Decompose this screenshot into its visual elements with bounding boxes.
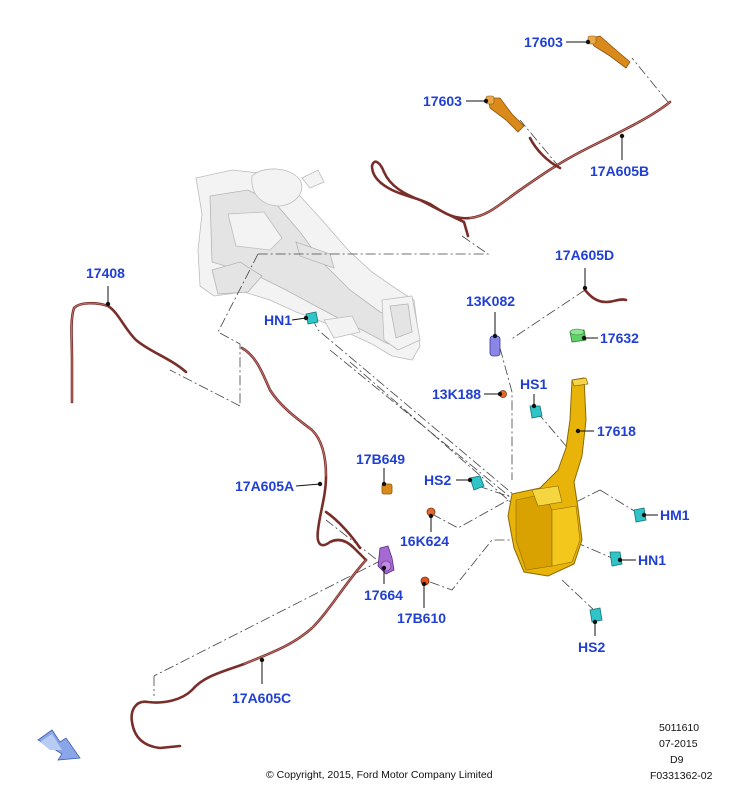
- sensor-13K082: [489, 335, 501, 357]
- hose-17A605A: [240, 346, 368, 562]
- hose-17A605B: [370, 100, 672, 238]
- nozzle-17603-mid: [485, 95, 525, 133]
- label-17664: 17664: [364, 587, 403, 603]
- label-16K624: 16K624: [400, 533, 449, 549]
- label-hs2-left: HS2: [424, 472, 451, 488]
- front-direction-arrow-icon: [37, 729, 81, 761]
- label-17603-mid: 17603: [423, 93, 462, 109]
- label-17A605B: 17A605B: [590, 163, 649, 179]
- ghost-body-structure: [195, 168, 421, 361]
- part-labels: 17603 17603 17A605B 17408 17A605D HN1 13…: [86, 34, 690, 706]
- hose-17408: [70, 301, 188, 404]
- clip-hs2-left: [469, 475, 485, 491]
- label-13K082: 13K082: [466, 293, 515, 309]
- label-13K188: 13K188: [432, 386, 481, 402]
- label-hs1: HS1: [520, 376, 547, 392]
- label-17A605C: 17A605C: [232, 690, 291, 706]
- label-17632: 17632: [600, 330, 639, 346]
- copyright-text: © Copyright, 2015, Ford Motor Company Li…: [266, 769, 493, 781]
- clip-hn1-left: [305, 311, 319, 325]
- label-hs2-bottom: HS2: [578, 639, 605, 655]
- clip-hm1: [633, 507, 647, 523]
- pump-17664: [377, 545, 395, 575]
- reference-number: 5011610: [659, 722, 699, 734]
- footer: © Copyright, 2015, Ford Motor Company Li…: [266, 722, 713, 782]
- cap-17632: [569, 328, 587, 343]
- clip-hs1: [529, 405, 543, 419]
- label-17603-top: 17603: [524, 34, 563, 50]
- connection-lines: [153, 57, 669, 696]
- label-17B610: 17B610: [397, 610, 446, 626]
- reservoir-17618: [507, 377, 589, 577]
- label-hn1-right: HN1: [638, 552, 666, 568]
- clip-hs2-bottom: [589, 607, 603, 623]
- leader-lines: [105, 39, 658, 684]
- label-17B649: 17B649: [356, 451, 405, 467]
- revision-date: 07-2015: [659, 738, 698, 750]
- figure-id: F0331362-02: [650, 770, 713, 782]
- hose-17A605D: [583, 288, 628, 304]
- hose-17A605C: [130, 558, 368, 750]
- clip-hn1-right: [609, 551, 623, 567]
- diagram-code: D9: [670, 754, 684, 766]
- label-17A605D: 17A605D: [555, 247, 614, 263]
- label-17408: 17408: [86, 265, 125, 281]
- label-17618: 17618: [597, 423, 636, 439]
- connector-17B649: [381, 483, 393, 495]
- label-hm1: HM1: [660, 507, 690, 523]
- nozzle-17603-top: [587, 35, 631, 69]
- label-17A605A: 17A605A: [235, 478, 294, 494]
- label-hn1-left: HN1: [264, 312, 292, 328]
